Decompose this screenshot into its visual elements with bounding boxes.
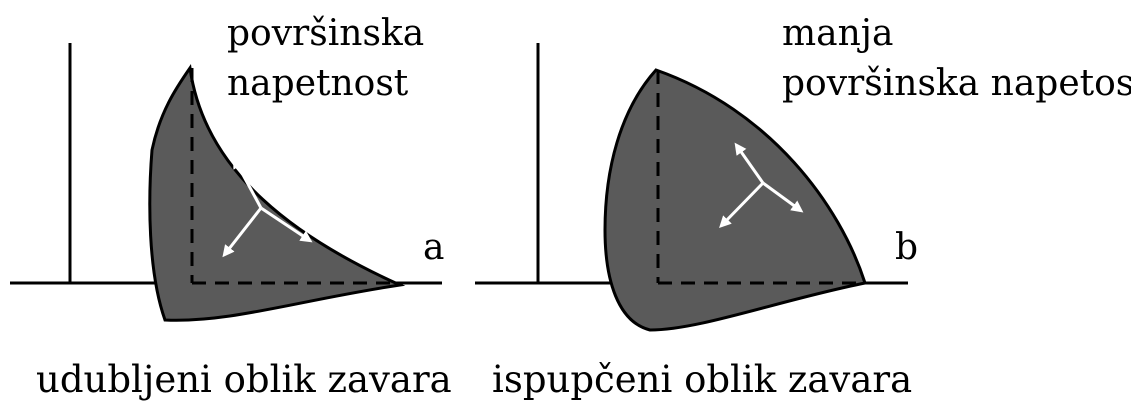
- panel-b-convex-weld: [603, 68, 867, 332]
- panel-a-arrow-right: [260, 206, 313, 243]
- panel-a-arrow-up: [232, 156, 263, 209]
- panel-b-caption: ispupčeni oblik zavara: [492, 358, 913, 401]
- panel-b-arrow-down-left: [719, 181, 765, 229]
- panel-b-label-line2: površinska napetost: [782, 63, 1131, 104]
- panel-a-arrow-down-left: [222, 207, 263, 258]
- panel-b-arrow-up: [734, 142, 765, 184]
- panel-b-drawing: [475, 43, 908, 332]
- panel-a-letter: a: [423, 227, 445, 268]
- panel-a-label-line2: napetnost: [227, 63, 409, 104]
- panel-a-concave-weld: [148, 64, 406, 322]
- panel-a-label-line1: površinska: [227, 13, 425, 54]
- panel-b-letter: b: [895, 227, 919, 268]
- panel-b-arrow-right: [762, 181, 804, 213]
- panel-b-label-line1: manja: [782, 13, 894, 54]
- panel-a-caption: udubljeni oblik zavara: [36, 358, 452, 401]
- panel-a-drawing: [10, 43, 442, 322]
